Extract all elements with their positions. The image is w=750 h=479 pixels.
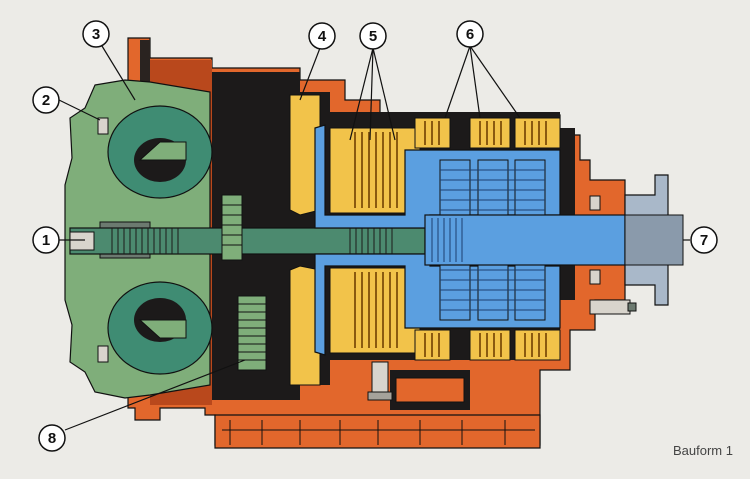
sensor-body bbox=[589, 299, 631, 315]
drain-plug-head bbox=[367, 391, 393, 401]
input-shaft bbox=[69, 227, 426, 255]
turbine-blade-lower bbox=[138, 319, 187, 339]
callout-4: 4 bbox=[308, 22, 336, 50]
clutch-plates-5-lower bbox=[354, 272, 398, 348]
speed-sensor bbox=[589, 299, 637, 315]
valve-body-plate bbox=[395, 377, 465, 403]
converter-bolts bbox=[97, 117, 109, 363]
leader-6c bbox=[469, 45, 521, 119]
clutch-pack-6c-lower bbox=[514, 329, 561, 361]
callout-4-label: 4 bbox=[318, 28, 327, 45]
output-shaft-splines bbox=[431, 218, 463, 262]
figure-caption: Bauform 1 bbox=[673, 443, 733, 458]
pump-gear-upper bbox=[221, 194, 243, 261]
callout-6-label: 6 bbox=[466, 26, 474, 43]
clutch-plates-5-upper bbox=[354, 132, 398, 208]
clutch-pack-6b-lower bbox=[469, 329, 511, 361]
leader-2 bbox=[58, 99, 101, 121]
leader-3 bbox=[101, 45, 136, 101]
callout-1-label: 1 bbox=[42, 232, 50, 249]
output-flange bbox=[589, 174, 684, 306]
turbine-blade-upper bbox=[138, 141, 187, 161]
planetary-gearset bbox=[314, 124, 626, 356]
leader-8 bbox=[64, 359, 246, 431]
callout-5-label: 5 bbox=[369, 28, 377, 45]
drain-plug-body bbox=[371, 361, 389, 393]
sensor-tip bbox=[627, 302, 637, 312]
callout-1: 1 bbox=[32, 226, 60, 254]
flange-bolts bbox=[589, 195, 601, 285]
leader-6b bbox=[469, 45, 481, 119]
input-shaft-splines bbox=[111, 228, 393, 254]
callout-leaders bbox=[58, 45, 690, 431]
oil-pump-gear bbox=[221, 194, 267, 371]
callout-7: 7 bbox=[690, 226, 718, 254]
callout-8-label: 8 bbox=[48, 430, 56, 447]
leader-5c bbox=[372, 47, 396, 141]
callout-markers: 1 2 3 4 5 6 7 8 bbox=[32, 20, 718, 452]
oil-pan-ribs bbox=[222, 420, 535, 445]
callout-2: 2 bbox=[32, 86, 60, 114]
input-shaft-nose bbox=[69, 231, 95, 251]
clutch-pack-6b-upper bbox=[469, 117, 511, 149]
clutch-plates-6 bbox=[424, 121, 547, 357]
clutch-pack-6c-upper bbox=[514, 117, 561, 149]
leader-4 bbox=[299, 47, 321, 101]
callout-7-label: 7 bbox=[700, 232, 708, 249]
leader-5b bbox=[369, 47, 374, 141]
input-shaft-body bbox=[69, 227, 426, 255]
callout-3: 3 bbox=[82, 20, 110, 48]
drain-plug bbox=[367, 361, 393, 401]
callout-3-label: 3 bbox=[92, 26, 100, 43]
flange-hub bbox=[624, 214, 684, 266]
pump-gear-teeth bbox=[222, 204, 266, 361]
callout-6: 6 bbox=[456, 20, 484, 48]
callout-5: 5 bbox=[359, 22, 387, 50]
callout-2-label: 2 bbox=[42, 92, 50, 109]
clutch-drum-upper bbox=[289, 94, 321, 216]
pump-gear-lower bbox=[237, 295, 267, 371]
planet-gear-teeth bbox=[440, 169, 545, 311]
leader-5a bbox=[349, 47, 374, 141]
leader-6a bbox=[444, 45, 471, 119]
output-shaft bbox=[424, 214, 626, 266]
callout-8: 8 bbox=[38, 424, 66, 452]
